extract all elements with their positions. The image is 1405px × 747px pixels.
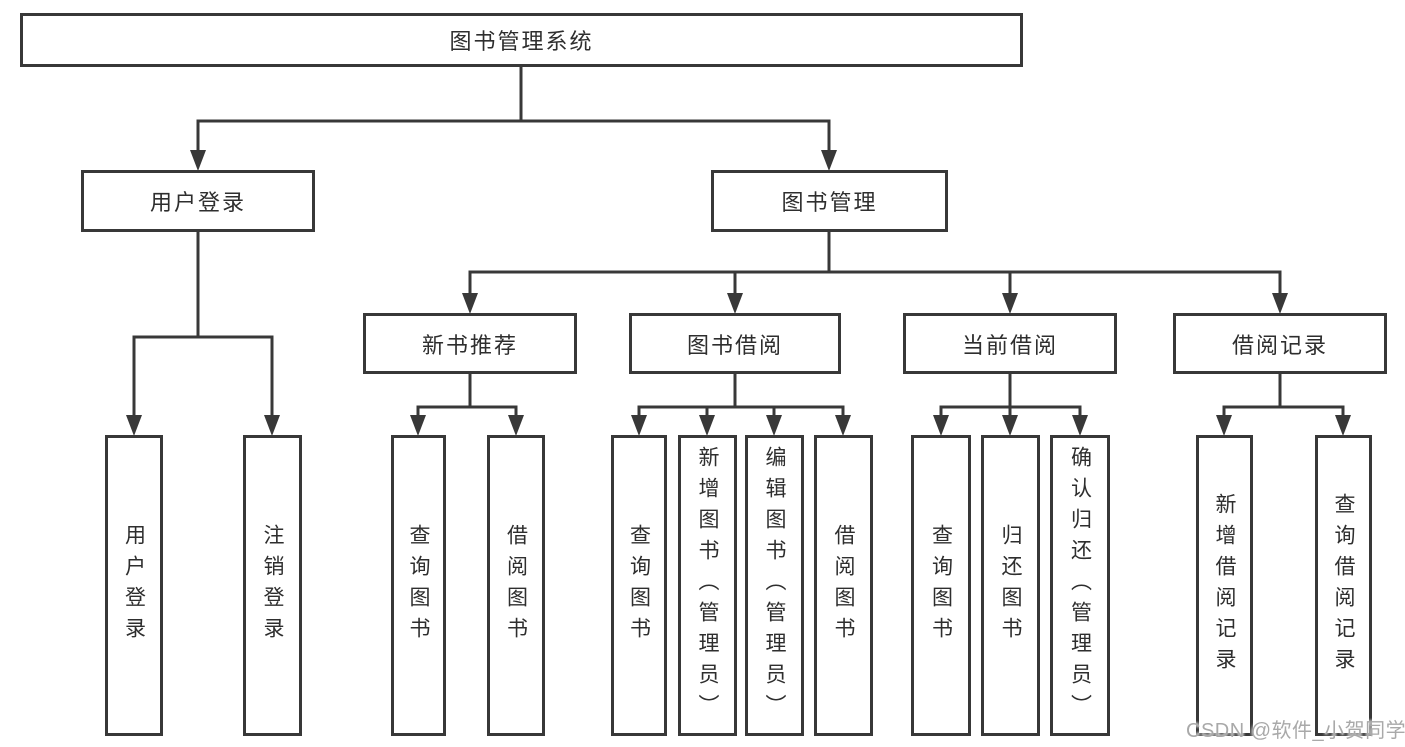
leaf-add-books-admin: 新增图书（管理员） bbox=[678, 435, 737, 736]
leaf-query-borrow-record: 查询借阅记录 bbox=[1315, 435, 1372, 736]
leaf-user-login: 用户登录 bbox=[105, 435, 163, 736]
node-user-login: 用户登录 bbox=[81, 170, 315, 232]
csdn-watermark: CSDN @软件_小贺同学 bbox=[1186, 720, 1405, 742]
arrowhead-icons bbox=[126, 150, 1351, 436]
node-library-system: 图书管理系统 bbox=[20, 13, 1023, 67]
leaf-borrow-books: 借阅图书 bbox=[814, 435, 873, 736]
connector-path bbox=[132, 65, 1345, 420]
leaf-query-books-recommend: 查询图书 bbox=[391, 435, 446, 736]
leaf-logout: 注销登录 bbox=[243, 435, 302, 736]
leaf-confirm-return-admin: 确认归还（管理员） bbox=[1050, 435, 1110, 736]
leaf-return-books: 归还图书 bbox=[981, 435, 1040, 736]
leaf-borrow-books-recommend: 借阅图书 bbox=[487, 435, 545, 736]
node-borrowing-records: 借阅记录 bbox=[1173, 313, 1387, 374]
node-book-borrowing: 图书借阅 bbox=[629, 313, 841, 374]
node-current-borrowing: 当前借阅 bbox=[903, 313, 1117, 374]
node-new-book-recommendation: 新书推荐 bbox=[363, 313, 577, 374]
leaf-query-books-current: 查询图书 bbox=[911, 435, 971, 736]
leaf-add-borrow-record: 新增借阅记录 bbox=[1196, 435, 1253, 736]
node-book-management: 图书管理 bbox=[711, 170, 948, 232]
leaf-edit-books-admin: 编辑图书（管理员） bbox=[745, 435, 804, 736]
leaf-query-books-borrow: 查询图书 bbox=[611, 435, 667, 736]
